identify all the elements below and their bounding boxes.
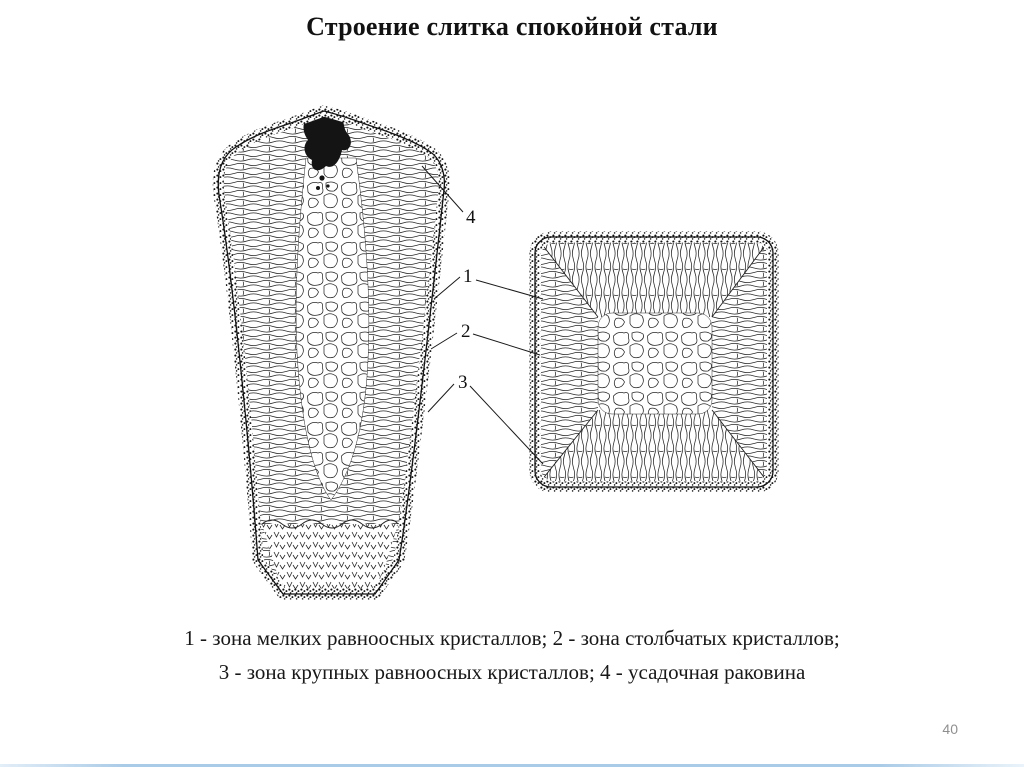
shrinkage-cavity xyxy=(303,111,351,171)
ingot-cross-section xyxy=(535,237,773,487)
page-number: 40 xyxy=(942,721,958,737)
legend-line-2: 3 - зона крупных равноосных кристаллов; … xyxy=(218,660,806,684)
callout-label-2: 2 xyxy=(461,321,471,342)
figure-legend: 1 - зона мелких равноосных кристаллов; 2… xyxy=(0,621,1024,689)
slide-title: Строение слитка спокойной стали xyxy=(306,12,718,41)
callout-line-2-left xyxy=(430,332,458,350)
callout-label-1: 1 xyxy=(463,266,473,287)
callout-line-3-right xyxy=(469,385,544,465)
ingot-longitudinal-section xyxy=(205,100,460,610)
legend-line-1: 1 - зона мелких равноосных кристаллов; 2… xyxy=(184,626,840,650)
callout-label-3: 3 xyxy=(458,372,468,393)
callout-line-1-left xyxy=(433,276,461,300)
callout-line-1-right xyxy=(475,279,544,300)
corner-diagonal-lines xyxy=(541,243,767,481)
callout-line-3-left xyxy=(427,383,455,413)
bottom-accent-bar xyxy=(0,764,1024,767)
callout-line-2-right xyxy=(472,333,541,356)
cross-section-interior-texture xyxy=(541,243,767,481)
ingot-interior-texture xyxy=(218,111,445,594)
callout-label-4: 4 xyxy=(466,207,476,228)
callout-lines xyxy=(421,165,544,465)
callout-line-4 xyxy=(421,165,464,213)
